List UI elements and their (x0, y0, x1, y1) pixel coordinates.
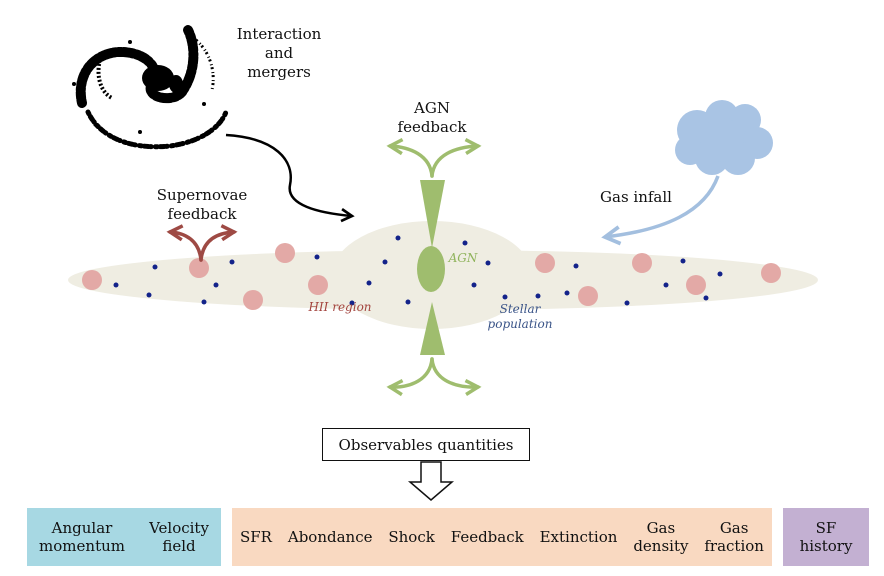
agn-feedback-line-2: feedback (397, 118, 467, 136)
sf-history-line-2: history (799, 537, 853, 555)
sf-history-line-1: SF (815, 519, 837, 537)
supernovae-label: Supernovae feedback (144, 186, 260, 224)
purple-box: SF history (783, 508, 869, 566)
star-dot (663, 282, 669, 288)
gas-infall-arrow (601, 175, 720, 246)
hii-region (578, 286, 598, 306)
angular-line-1: Angular (51, 519, 113, 537)
galaxy-merger-icon (72, 25, 229, 150)
star-dot (703, 295, 709, 301)
velocity-line-2: field (162, 537, 196, 555)
orange-box: SFR Abondance Shock Feedback Extinction … (232, 508, 772, 566)
hii-regions (82, 243, 781, 310)
hii-region (243, 290, 263, 310)
agn-core (417, 246, 445, 292)
hii-region (632, 253, 652, 273)
star-dot (405, 299, 411, 305)
merger-arrow (225, 133, 355, 223)
supernovae-line-2: feedback (167, 205, 237, 223)
stellar-dots (113, 235, 723, 306)
star-dot (113, 282, 119, 288)
star-dot (564, 290, 570, 296)
star-dot (152, 264, 158, 270)
interaction-line-2: and (264, 44, 294, 62)
gas-fraction-line-1: Gas (719, 519, 749, 537)
star-dot (717, 271, 723, 277)
star-dot (680, 258, 686, 264)
box-extinction: Extinction (539, 528, 618, 546)
box-abondance: Abondance (287, 528, 373, 546)
agn-feedback-label: AGN feedback (392, 99, 472, 137)
star-dot (229, 259, 235, 265)
gas-infall-label: Gas infall (600, 188, 672, 206)
supernovae-line-1: Supernovae (156, 186, 248, 204)
box-shock: Shock (388, 528, 435, 546)
star-dot (624, 300, 630, 306)
hii-region (686, 275, 706, 295)
agn-label: AGN (448, 251, 478, 265)
box-velocity-field: Velocity field (149, 519, 209, 555)
star-dot (471, 282, 477, 288)
velocity-line-1: Velocity (149, 519, 209, 537)
interaction-line-1: Interaction (236, 25, 322, 43)
agn-feedback-line-1: AGN (414, 99, 450, 117)
observables-title: Observables quantities (338, 435, 514, 454)
hii-region (761, 263, 781, 283)
gas-density-line-1: Gas (646, 519, 676, 537)
box-gas-density: Gas density (633, 519, 688, 555)
angular-line-2: momentum (39, 537, 125, 555)
gas-fraction-line-2: fraction (704, 537, 764, 555)
agn-feedback-arrows (386, 137, 482, 397)
star-dot (502, 294, 508, 300)
star-dot (485, 260, 491, 266)
box-gas-fraction: Gas fraction (704, 519, 764, 555)
star-dot (213, 282, 219, 288)
box-sf-history: SF history (800, 519, 853, 555)
blue-box: Angular momentum Velocity field (27, 508, 221, 566)
observables-box: Observables quantities (322, 428, 530, 461)
star-dot (201, 299, 207, 305)
star-dot (314, 254, 320, 260)
hii-region (308, 275, 328, 295)
stellar-line-1: Stellar (499, 302, 541, 316)
star-dot (535, 293, 541, 299)
hii-region (275, 243, 295, 263)
agn-jet-top (420, 180, 445, 248)
stellar-line-2: population (487, 317, 553, 331)
agn-jets (417, 180, 445, 355)
star-dot (573, 263, 579, 269)
interaction-label: Interaction and mergers (224, 25, 334, 82)
stellar-population-label: Stellar population (478, 302, 562, 332)
box-angular-momentum: Angular momentum (39, 519, 125, 555)
star-dot (462, 240, 468, 246)
hii-region (82, 270, 102, 290)
star-dot (349, 300, 355, 306)
gas-density-line-2: density (633, 537, 689, 555)
interaction-line-3: mergers (247, 63, 311, 81)
box-feedback: Feedback (450, 528, 524, 546)
box-sfr: SFR (240, 528, 272, 546)
gas-cloud-icon (675, 100, 773, 175)
hii-region-label: HII region (308, 300, 372, 314)
star-dot (395, 235, 401, 241)
hii-region (189, 258, 209, 278)
star-dot (366, 280, 372, 286)
hii-region (535, 253, 555, 273)
star-dot (146, 292, 152, 298)
supernova-arrows (166, 224, 238, 262)
down-arrow-icon (407, 461, 455, 501)
agn-jet-bottom (420, 302, 445, 355)
star-dot (382, 259, 388, 265)
